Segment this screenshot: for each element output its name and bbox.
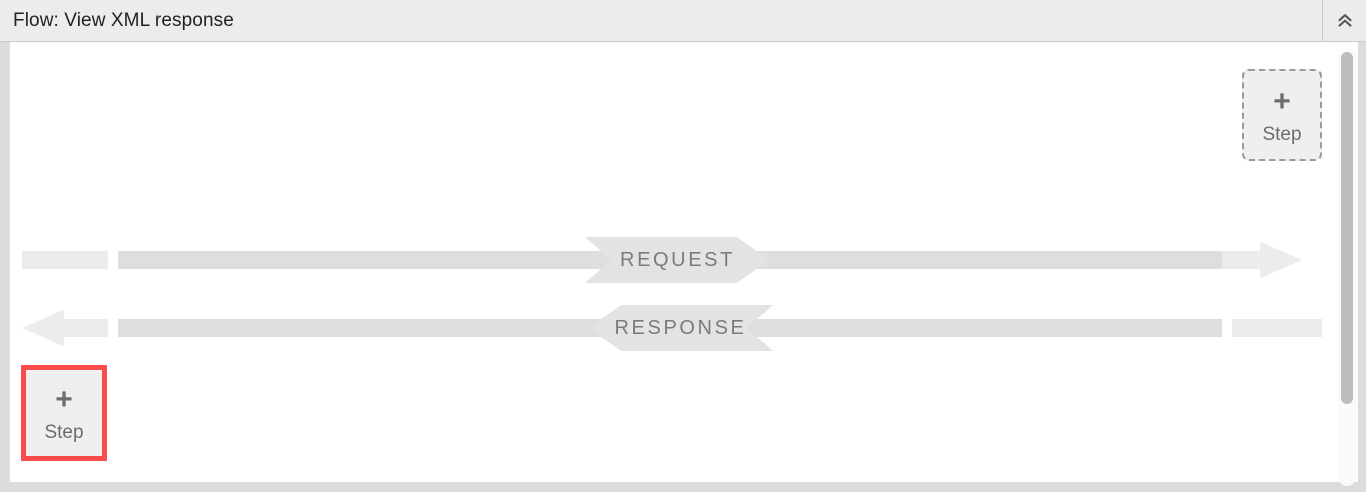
arrow-right-icon: [1260, 241, 1302, 279]
page-title: Flow: View XML response: [13, 9, 234, 31]
request-stub-left: [22, 251, 108, 269]
flow-row-request: REQUEST: [10, 237, 1334, 283]
panel-left-border: [0, 42, 10, 492]
request-ribbon[interactable]: REQUEST: [585, 237, 770, 283]
plus-icon: +: [1273, 84, 1291, 118]
flow-row-response: RESPONSE: [10, 305, 1334, 351]
plus-icon: +: [55, 382, 73, 416]
arrow-left-icon: [22, 309, 64, 347]
response-label: RESPONSE: [614, 316, 747, 339]
add-step-button-top-right[interactable]: + Step: [1242, 69, 1322, 161]
flow-canvas: + Step REQUEST RESPONSE + Step: [10, 43, 1334, 482]
request-track-end: [1222, 251, 1264, 269]
response-track-start: [62, 319, 108, 337]
scrollbar-thumb[interactable]: [1341, 52, 1353, 404]
vertical-scrollbar[interactable]: [1338, 48, 1356, 486]
response-ribbon[interactable]: RESPONSE: [588, 305, 773, 351]
chevron-double-up-icon: [1335, 11, 1355, 31]
panel-right-border: [1358, 42, 1366, 492]
request-label: REQUEST: [620, 248, 735, 271]
add-step-button-bottom-left[interactable]: + Step: [21, 365, 107, 461]
add-step-label: Step: [44, 421, 84, 443]
panel-header: Flow: View XML response: [0, 0, 1366, 42]
response-stub-right: [1232, 319, 1322, 337]
collapse-panel-button[interactable]: [1322, 0, 1366, 41]
panel-bottom-border: [0, 482, 1366, 492]
add-step-label: Step: [1262, 123, 1302, 145]
